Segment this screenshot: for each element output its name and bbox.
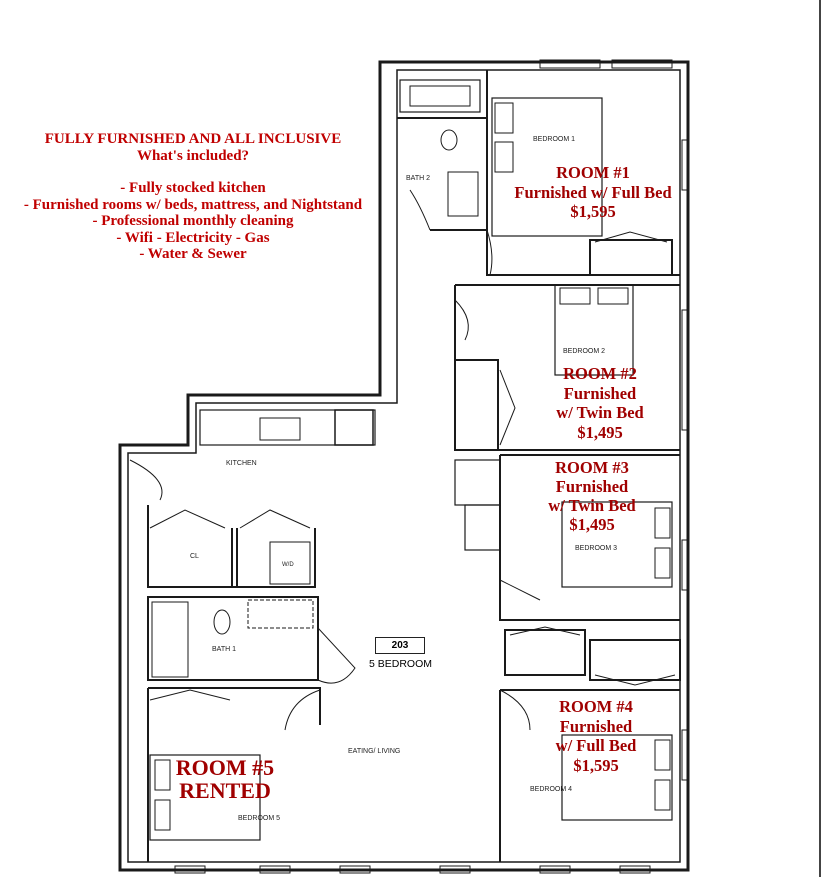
room-name: ROOM #3 <box>555 458 629 477</box>
label-bedroom-1: BEDROOM 1 <box>533 136 576 143</box>
room-price: $1,595 <box>570 202 616 221</box>
label-washer-dryer: W/D <box>282 562 294 568</box>
toilet-1 <box>213 609 231 635</box>
bed-2 <box>554 284 634 376</box>
sink-1 <box>247 599 314 629</box>
promo-item: - Water & Sewer <box>139 246 247 262</box>
room-3-label: ROOM #3 Furnished w/ Twin Bed $1,495 <box>512 458 672 534</box>
bed-1 <box>491 97 603 237</box>
promo-item: - Wifi - Electricity - Gas <box>116 229 270 246</box>
room-bed: w/ Twin Bed <box>548 496 636 515</box>
outer-wall <box>118 60 690 872</box>
room-price: $1,495 <box>577 422 623 442</box>
label-bedroom-3: BEDROOM 3 <box>575 545 618 552</box>
label-bedroom-5: BEDROOM 5 <box>238 815 281 822</box>
toilet-2 <box>440 129 458 151</box>
promo-text: FULLY FURNISHED AND ALL INCLUSIVE What's… <box>0 131 386 263</box>
label-bedroom-4: BEDROOM 4 <box>530 786 573 793</box>
room-status: RENTED <box>179 778 271 803</box>
room-name: ROOM #1 <box>556 163 630 182</box>
kitchen-counter <box>199 409 376 446</box>
room-bed: w/ Full Bed <box>555 736 637 755</box>
room-bed: w/ Twin Bed <box>556 403 644 422</box>
promo-item: - Furnished rooms w/ beds, mattress, and… <box>23 196 363 213</box>
room-name: ROOM #2 <box>563 364 637 383</box>
room-1-label: ROOM #1 Furnished w/ Full Bed $1,595 <box>486 163 700 222</box>
room-5-label: ROOM #5 RENTED <box>150 756 300 802</box>
room-name: ROOM #5 <box>175 755 275 780</box>
room-furnishing: Furnished <box>555 477 629 496</box>
room-price: $1,495 <box>569 515 615 534</box>
promo-item: - Professional monthly cleaning <box>92 213 294 229</box>
unit-type: 5 BEDROOM <box>369 658 433 670</box>
bed-3 <box>561 501 673 588</box>
bed-5 <box>149 754 261 841</box>
sink-2 <box>447 171 479 217</box>
label-bath-1: BATH 1 <box>212 646 236 653</box>
label-eating-living: EATING/ LIVING <box>348 748 401 755</box>
promo-item: - Fully stocked kitchen <box>120 180 266 196</box>
label-bedroom-2: BEDROOM 2 <box>563 348 606 355</box>
unit-number: 203 <box>375 637 425 654</box>
page-edge-divider <box>819 0 821 877</box>
bed-4 <box>561 734 673 821</box>
room-name: ROOM #4 <box>559 697 633 716</box>
label-kitchen: KITCHEN <box>226 460 257 467</box>
promo-subtitle: What's included? <box>136 147 250 164</box>
room-furnishing: Furnished <box>559 716 633 736</box>
washer-dryer <box>269 541 311 585</box>
bathtub-2 <box>399 79 481 113</box>
label-closet: CL <box>190 553 199 560</box>
room-furnishing: Furnished <box>563 383 637 403</box>
stove <box>334 409 374 446</box>
room-price: $1,595 <box>573 755 619 775</box>
label-bath-2: BATH 2 <box>406 175 430 182</box>
room-4-label: ROOM #4 Furnished w/ Full Bed $1,595 <box>516 697 676 775</box>
room-furnishing: Furnished w/ Full Bed <box>514 182 672 202</box>
promo-title: FULLY FURNISHED AND ALL INCLUSIVE <box>44 131 342 147</box>
room-2-label: ROOM #2 Furnished w/ Twin Bed $1,495 <box>520 364 680 442</box>
bathtub-1 <box>151 601 189 678</box>
